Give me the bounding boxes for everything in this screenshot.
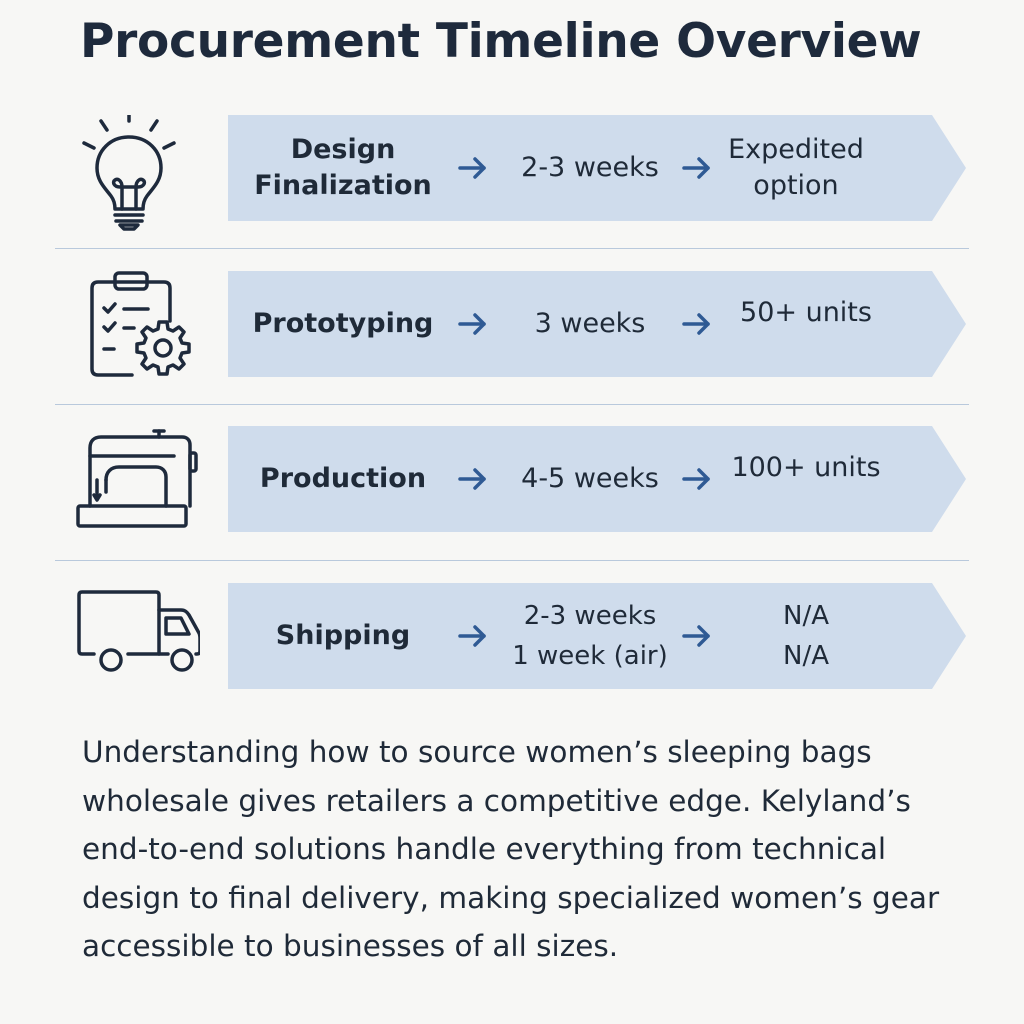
timeline-banner: Production 4-5 weeks 100+ units (228, 426, 966, 532)
arrow-right-icon (458, 468, 486, 490)
note-line: N/A (783, 641, 829, 671)
summary-paragraph: Understanding how to source women’s slee… (82, 728, 962, 971)
duration-label: 2-3 weeks 1 week (air) (490, 583, 690, 689)
page-title: Procurement Timeline Overview (80, 14, 922, 69)
stage-label: Prototyping (228, 271, 458, 377)
arrow-right-icon (682, 313, 710, 335)
note-label: Expedited option (706, 115, 886, 221)
duration-label: 3 weeks (490, 271, 690, 377)
note-label: 50+ units (716, 271, 896, 377)
stage-label-line: Shipping (275, 620, 411, 651)
note-line: Expedited (728, 134, 864, 165)
sewing-machine-icon (70, 426, 200, 536)
timeline-row-design: Design Finalization 2-3 weeks Expedited … (0, 115, 1024, 231)
stage-label-line: Design (290, 134, 396, 165)
timeline-row-prototyping: Prototyping 3 weeks 50+ units (0, 271, 1024, 381)
row-divider (55, 404, 969, 405)
row-divider (55, 248, 969, 249)
truck-icon (70, 583, 200, 693)
paragraph-line: end-to-end solutions handle everything f… (82, 832, 887, 866)
note-line: 100+ units (731, 452, 881, 483)
stage-label: Shipping (228, 583, 458, 689)
arrow-right-icon (458, 157, 486, 179)
arrow-right-icon (682, 468, 710, 490)
stage-label-line: Finalization (254, 170, 432, 201)
paragraph-line: design to final delivery, making special… (82, 880, 940, 915)
duration-line: 4-5 weeks (521, 463, 659, 494)
paragraph-line: Understanding how to source women’s slee… (82, 735, 872, 769)
arrow-right-icon (458, 313, 486, 335)
row-divider (55, 560, 969, 561)
clipboard-gear-icon (70, 271, 200, 381)
note-label: 100+ units (716, 426, 896, 532)
note-line: 50+ units (740, 297, 872, 328)
timeline-row-shipping: Shipping 2-3 weeks 1 week (air) N/A N/A (0, 583, 1024, 693)
paragraph-line: accessible to businesses of all sizes. (82, 929, 619, 963)
timeline-row-production: Production 4-5 weeks 100+ units (0, 426, 1024, 536)
stage-label: Production (228, 426, 458, 532)
duration-line: 2-3 weeks (521, 152, 659, 183)
arrow-right-icon (458, 625, 486, 647)
arrow-right-icon (682, 625, 710, 647)
stage-label-line: Prototyping (252, 308, 434, 339)
note-label: N/A N/A (716, 583, 896, 689)
duration-line: 3 weeks (534, 308, 646, 339)
duration-label: 4-5 weeks (490, 426, 690, 532)
duration-line: 1 week (air) (512, 641, 668, 671)
note-line: N/A (783, 601, 829, 631)
paragraph-line: wholesale gives retailers a competitive … (82, 783, 911, 818)
stage-label: Design Finalization (228, 115, 458, 221)
arrow-right-icon (682, 157, 710, 179)
stage-label-line: Production (259, 463, 427, 494)
note-line: option (753, 170, 839, 201)
timeline-banner: Design Finalization 2-3 weeks Expedited … (228, 115, 966, 221)
timeline-banner: Shipping 2-3 weeks 1 week (air) N/A N/A (228, 583, 966, 689)
duration-line: 2-3 weeks (523, 601, 657, 631)
lightbulb-icon (70, 115, 200, 231)
duration-label: 2-3 weeks (490, 115, 690, 221)
timeline-banner: Prototyping 3 weeks 50+ units (228, 271, 966, 377)
